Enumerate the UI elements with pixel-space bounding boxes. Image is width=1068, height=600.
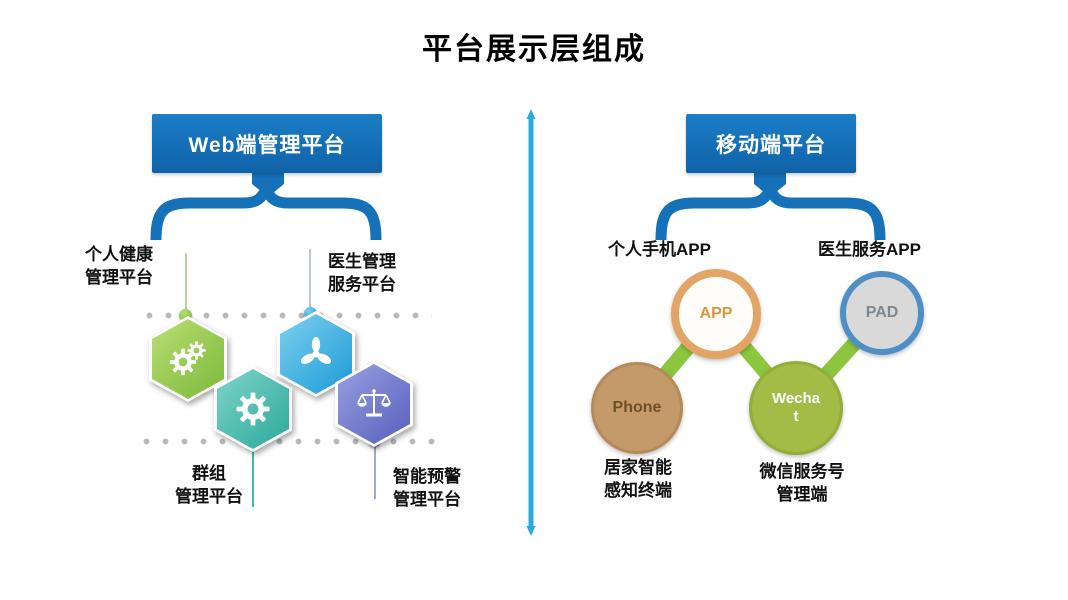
label-line: 管理平台 <box>393 490 461 509</box>
label-home-smart-terminal: 居家智能 感知终端 <box>592 456 684 502</box>
leader-line-personal-health <box>185 253 187 311</box>
hexagon-smart-warning <box>335 361 413 447</box>
label-personal-health-platform: 个人健康 管理平台 <box>85 243 153 289</box>
web-brace <box>150 175 382 241</box>
leader-line-smart-warning <box>374 447 376 499</box>
wechat-circle-label-line: Wecha <box>771 390 821 407</box>
label-line: 服务平台 <box>328 275 396 294</box>
label-line: 管理端 <box>776 485 828 504</box>
label-line: 智能预警 <box>393 467 461 486</box>
label-line: 感知终端 <box>604 481 672 500</box>
leader-line-group-management <box>252 450 254 507</box>
hexagon-group-management <box>214 366 292 452</box>
label-line: 管理平台 <box>85 268 153 287</box>
label-personal-phone-app: 个人手机APP <box>608 240 711 259</box>
hexagon-border <box>335 361 413 447</box>
wechat-circle: Wecha t <box>749 361 843 455</box>
label-group-management-platform: 群组 管理平台 <box>165 462 253 508</box>
hexagon-border <box>214 366 292 452</box>
label-line: 居家智能 <box>604 458 672 477</box>
pad-circle-label: PAD <box>865 304 899 321</box>
phone-circle-label: Phone <box>612 399 662 416</box>
hexagon-fill <box>338 364 410 444</box>
hexagon-fill <box>152 319 224 399</box>
wechat-circle-label-line: t <box>793 408 799 425</box>
label-line: 微信服务号 <box>759 462 845 481</box>
pad-circle: PAD <box>840 271 924 355</box>
mobile-brace <box>655 175 886 241</box>
label-line: 个人健康 <box>85 245 153 264</box>
label-line: 管理平台 <box>175 487 243 506</box>
label-doctor-service-app: 医生服务APP <box>818 240 921 259</box>
dotted-row-top <box>146 312 432 319</box>
page-title: 平台展示层组成 <box>422 33 646 66</box>
web-platform-header-label: Web端管理平台 <box>188 133 346 157</box>
label-line: 群组 <box>192 464 226 483</box>
web-platform-header: Web端管理平台 <box>152 114 382 173</box>
scales-icon <box>355 387 393 417</box>
leader-line-doctor-management <box>309 249 311 309</box>
divider-top-cap <box>526 109 536 119</box>
gears-icon <box>168 339 208 379</box>
dotted-row-bottom <box>143 438 439 445</box>
mobile-platform-header: 移动端平台 <box>686 114 856 173</box>
label-doctor-management-platform: 医生管理 服务平台 <box>328 250 396 296</box>
label-smart-warning-platform: 智能预警 管理平台 <box>393 465 461 511</box>
app-circle-label: APP <box>699 305 733 322</box>
gear-icon <box>233 389 273 429</box>
fan-icon <box>299 337 333 367</box>
app-circle: APP <box>671 269 761 359</box>
label-wechat-service-admin: 微信服务号 管理端 <box>750 460 854 506</box>
hexagon-fill <box>217 369 289 449</box>
label-line: 医生管理 <box>328 252 396 271</box>
divider-bottom-cap <box>526 526 536 536</box>
mobile-platform-header-label: 移动端平台 <box>716 133 826 157</box>
phone-circle: Phone <box>591 362 683 454</box>
